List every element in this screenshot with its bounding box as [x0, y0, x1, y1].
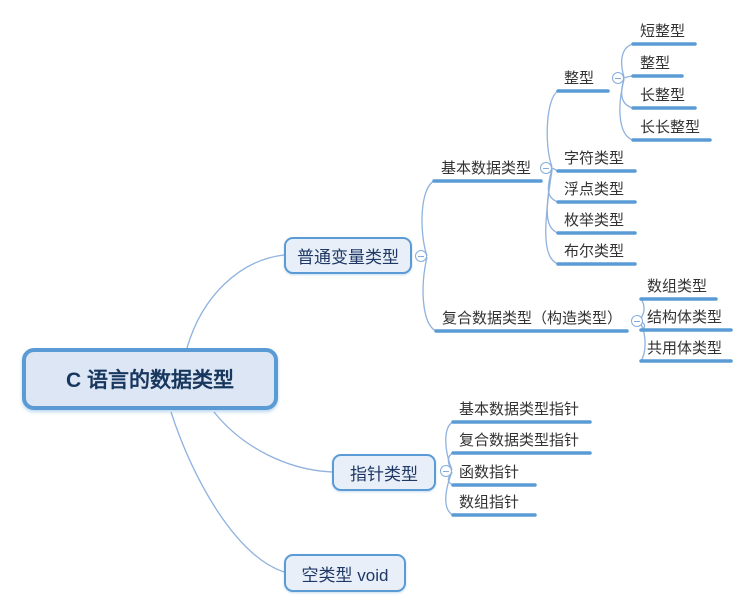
node-int[interactable]: 整型: [640, 55, 671, 72]
collapse-icon-composite-data-types[interactable]: [631, 315, 643, 327]
node-normal-variable-types[interactable]: 普通变量类型: [284, 237, 412, 274]
node-enum-type[interactable]: 枚举类型: [564, 212, 625, 229]
root-node-c-data-types[interactable]: C 语言的数据类型: [22, 348, 278, 410]
node-pointer-types[interactable]: 指针类型: [332, 454, 436, 491]
node-basic-type-pointer[interactable]: 基本数据类型指针: [459, 401, 580, 418]
node-long-int[interactable]: 长整型: [640, 87, 686, 104]
node-float-type[interactable]: 浮点类型: [564, 181, 625, 198]
node-bool-type[interactable]: 布尔类型: [564, 243, 625, 260]
node-struct-type[interactable]: 结构体类型: [647, 309, 723, 326]
node-union-type[interactable]: 共用体类型: [647, 340, 723, 357]
node-underlines: [432, 42, 733, 517]
node-composite-data-types[interactable]: 复合数据类型（构造类型）: [442, 310, 623, 327]
node-composite-type-pointer[interactable]: 复合数据类型指针: [459, 432, 580, 449]
node-void-type[interactable]: 空类型 void: [284, 554, 406, 592]
node-function-pointer[interactable]: 函数指针: [459, 464, 520, 481]
collapse-icon-basic-data-types[interactable]: [540, 162, 552, 174]
node-array-pointer[interactable]: 数组指针: [459, 494, 520, 511]
node-array-type[interactable]: 数组类型: [647, 278, 708, 295]
node-long-long-int[interactable]: 长长整型: [640, 119, 701, 136]
node-short-int[interactable]: 短整型: [640, 23, 686, 40]
node-integer[interactable]: 整型: [564, 70, 595, 87]
node-basic-data-types[interactable]: 基本数据类型: [441, 160, 532, 177]
connector-curves: [170, 43, 646, 573]
node-char-type[interactable]: 字符类型: [564, 150, 625, 167]
collapse-icon-normal-variable-types[interactable]: [415, 250, 427, 262]
collapse-icon-pointer-types[interactable]: [440, 465, 452, 477]
collapse-icon-integer[interactable]: [612, 72, 624, 84]
